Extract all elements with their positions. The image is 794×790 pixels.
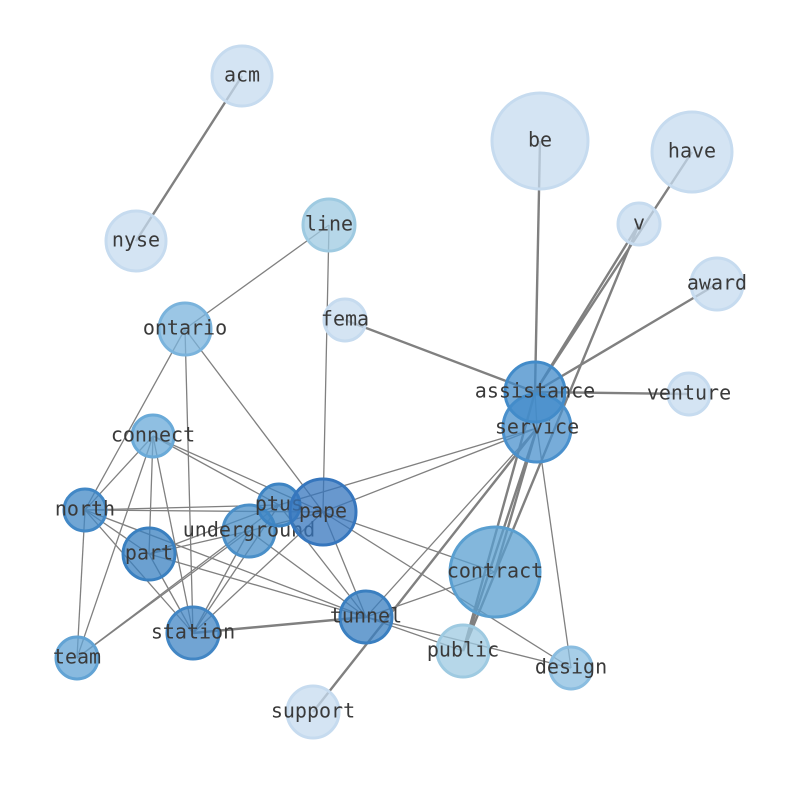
node-north[interactable]: north [55,487,115,533]
node-circle-north[interactable] [62,487,108,533]
node-circle-line[interactable] [301,197,357,253]
node-label-pape: pape [299,499,347,523]
node-label-have: have [668,139,716,163]
node-label-support: support [271,699,355,723]
node-fema[interactable]: fema [321,297,369,343]
node-label-acm: acm [224,63,260,87]
node-circle-ontario[interactable] [157,301,213,357]
node-circle-assistance[interactable] [503,360,567,424]
node-contract[interactable]: contract [447,525,543,619]
node-label-be: be [528,128,552,152]
edge-north-tunnel [84,509,367,618]
node-label-design: design [535,655,607,679]
edge-ontario-pape [184,328,324,513]
node-public[interactable]: public [427,623,499,679]
node-label-connect: connect [111,423,195,447]
node-circle-team[interactable] [54,635,100,681]
edge-station-tunnel [192,615,367,635]
node-label-public: public [427,638,499,662]
node-label-ontario: ontario [143,316,227,340]
node-part[interactable]: part [121,526,177,582]
node-label-station: station [151,620,235,644]
node-acm[interactable]: acm [210,44,274,108]
node-design[interactable]: design [535,645,607,691]
node-label-team: team [53,645,101,669]
node-label-nyse: nyse [112,228,160,252]
node-circle-support[interactable] [285,684,341,740]
edge-line-ontario [184,224,330,330]
node-circle-pape[interactable] [288,477,358,547]
node-circle-be[interactable] [490,91,590,191]
edge-v-assistance [533,223,641,393]
edge-ontario-station [184,328,194,634]
node-layer: acm nyse be have v award venture fema support lin… [53,44,747,740]
edge-part-tunnel [148,553,367,618]
edge-line-pape [322,224,330,513]
node-ontario[interactable]: ontario [143,301,227,357]
node-label-north: north [55,497,115,521]
edge-ontario-north [84,328,186,511]
node-have[interactable]: have [650,110,734,194]
edge-connect-team [76,435,154,659]
node-label-tunnel: tunnel [330,604,402,628]
node-v[interactable]: v [616,201,662,247]
node-venture[interactable]: venture [647,371,731,417]
node-circle-contract[interactable] [448,525,542,619]
edge-service-design [536,427,572,669]
edge-pape-service [322,427,538,513]
node-label-venture: venture [647,381,731,405]
node-label-fema: fema [321,307,369,331]
node-circle-v[interactable] [616,201,662,247]
node-label-award: award [687,271,747,295]
node-line[interactable]: line [301,197,357,253]
edge-connect-station [152,435,194,634]
node-circle-award[interactable] [689,256,745,312]
edge-service-support [312,427,538,713]
edge-tunnel-service [365,427,538,618]
node-circle-connect[interactable] [130,413,176,459]
edge-north-team [76,509,86,659]
node-circle-part[interactable] [121,526,177,582]
edge-acm-nyse [134,75,244,242]
node-award[interactable]: award [687,256,747,312]
node-circle-design[interactable] [548,645,594,691]
node-pape[interactable]: pape [288,477,358,547]
edge-award-assistance [534,282,718,394]
node-nyse[interactable]: nyse [104,209,168,273]
node-label-v: v [633,211,645,235]
node-connect[interactable]: connect [111,413,195,459]
node-be[interactable]: be [490,91,590,191]
node-label-line: line [305,212,353,236]
node-circle-public[interactable] [435,623,491,679]
node-label-contract: contract [447,559,543,583]
edge-connect-ptus [152,435,280,506]
node-circle-acm[interactable] [210,44,274,108]
node-label-part: part [125,541,173,565]
node-circle-station[interactable] [165,605,221,661]
node-tunnel[interactable]: tunnel [330,589,402,645]
node-circle-venture[interactable] [666,371,712,417]
edge-pape-design [322,511,572,669]
node-label-assistance: assistance [475,379,595,403]
node-team[interactable]: team [53,635,101,681]
edge-fema-assistance [344,318,536,394]
node-circle-tunnel[interactable] [338,589,394,645]
node-assistance[interactable]: assistance [475,360,595,424]
node-station[interactable]: station [151,605,235,661]
node-circle-nyse[interactable] [104,209,168,273]
node-circle-fema[interactable] [322,297,368,343]
node-support[interactable]: support [271,684,355,740]
node-circle-have[interactable] [650,110,734,194]
